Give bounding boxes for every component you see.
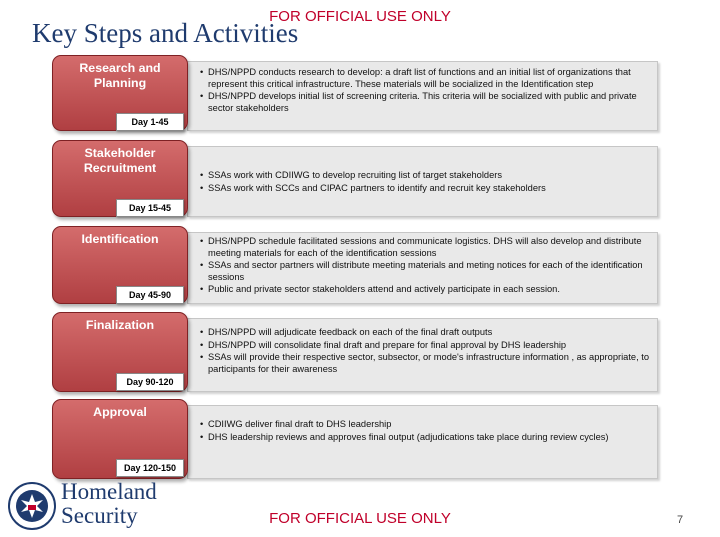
classification-banner-top: FOR OFFICIAL USE ONLY [269,8,451,25]
step-details-panel: SSAs work with CDIIWG to develop recruit… [187,146,658,217]
classification-banner-bottom: FOR OFFICIAL USE ONLY [269,510,451,527]
step-day-range: Day 90-120 [116,373,184,391]
step-name: Identification [81,232,159,246]
step-name: Research and Planning [79,61,161,90]
step-day-range: Day 120-150 [116,459,184,477]
step-research-planning: DHS/NPPD conducts research to develop: a… [52,55,658,131]
step-day-range: Day 1-45 [116,113,184,131]
step-day-range: Day 15-45 [116,199,184,217]
step-finalization: DHS/NPPD will adjudicate feedback on eac… [52,312,658,392]
homeland-security-wordmark: Homeland Security [61,480,157,528]
step-bullet: SSAs work with SCCs and CIPAC partners t… [200,183,649,195]
step-bullet: DHS/NPPD develops initial list of screen… [200,91,649,114]
step-bullet: SSAs and sector partners will distribute… [200,260,649,283]
dhs-seal-icon [8,482,56,530]
slide-title: Key Steps and Activities [32,18,299,48]
step-bullet: DHS/NPPD schedule facilitated sessions a… [200,236,649,259]
step-bullet: SSAs will provide their respective secto… [200,352,649,375]
step-name: Finalization [85,318,155,332]
step-stakeholder-recruitment: SSAs work with CDIIWG to develop recruit… [52,140,658,217]
step-name: Approval [93,405,147,419]
brand-line-2: Security [61,503,138,528]
step-identification: DHS/NPPD schedule facilitated sessions a… [52,226,658,304]
brand-line-1: Homeland [61,479,157,504]
step-details-panel: DHS/NPPD schedule facilitated sessions a… [187,232,658,304]
step-details-panel: CDIIWG deliver final draft to DHS leader… [187,405,658,479]
step-details-panel: DHS/NPPD will adjudicate feedback on eac… [187,318,658,392]
page-number: 7 [677,514,684,526]
step-name: Stakeholder Recruitment [83,146,157,175]
step-bullet: DHS/NPPD conducts research to develop: a… [200,67,649,90]
step-bullet: Public and private sector stakeholders a… [200,284,649,296]
step-bullet: DHS leadership reviews and approves fina… [200,432,649,444]
step-details-panel: DHS/NPPD conducts research to develop: a… [187,61,658,131]
step-day-range: Day 45-90 [116,286,184,304]
step-bullet: CDIIWG deliver final draft to DHS leader… [200,419,649,431]
step-approval: CDIIWG deliver final draft to DHS leader… [52,399,658,479]
step-bullet: DHS/NPPD will adjudicate feedback on eac… [200,327,649,339]
step-bullet: DHS/NPPD will consolidate final draft an… [200,340,649,352]
step-bullet: SSAs work with CDIIWG to develop recruit… [200,170,649,182]
